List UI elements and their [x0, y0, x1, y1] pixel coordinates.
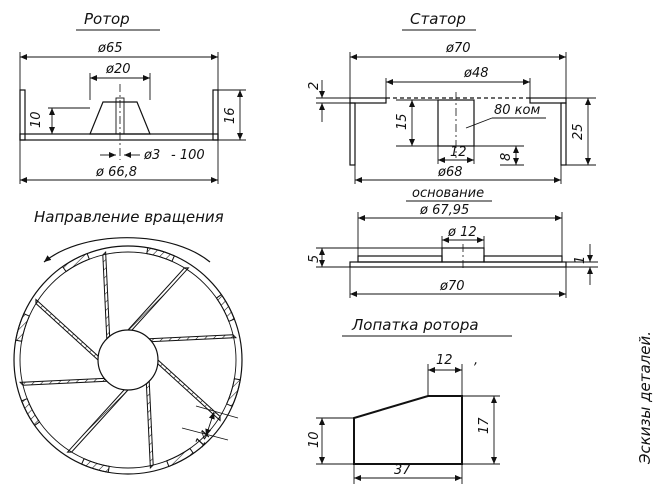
stator-drawing: Статор ø70 ø48 2 15 80 [307, 10, 596, 184]
stator-top-thickness: 2 [307, 82, 322, 90]
blade [66, 389, 130, 453]
blade [35, 298, 99, 362]
rotation-drawing: Направление вращения 14 [13, 208, 243, 475]
rotation-title: Направление вращения [34, 208, 224, 226]
blade [157, 358, 221, 422]
stator-resistor-h: 15 [395, 113, 410, 130]
base-d-top: ø 67,95 [419, 203, 469, 218]
wall-segment [226, 378, 241, 408]
wall-segment [166, 447, 195, 468]
base-d-center: ø 12 [447, 225, 477, 240]
blade-top: 12 [436, 353, 453, 368]
wall-segment [61, 252, 90, 273]
rotation-slot: 14 [193, 428, 214, 450]
rotor-h-total: 16 [223, 107, 238, 124]
blade [145, 380, 154, 470]
base-h-right: 1 [573, 256, 588, 264]
blade [102, 250, 111, 340]
caption: Эскизы деталей. [636, 331, 654, 465]
wall-segment [15, 312, 30, 342]
blade [148, 334, 238, 343]
blade [126, 267, 190, 331]
stator-resistor-bottom: 8 [499, 153, 514, 161]
rotor-d-outer: ø65 [97, 41, 123, 56]
stator-height: 25 [571, 123, 586, 140]
rotor-d-hole: ø3 [143, 148, 160, 163]
blade-title: Лопатка ротора [351, 316, 479, 334]
stator-title: Статор [410, 10, 466, 28]
blade-drawing: Лопатка ротора 12 , 10 17 37 [307, 316, 512, 484]
rotor-h-hub: 10 [29, 111, 44, 128]
blade-left-h: 10 [307, 431, 322, 448]
rotor-d-flange: ø 66,8 [95, 165, 137, 180]
base-drawing: основание ø 67,95 ø 12 5 1 ø70 [307, 186, 598, 298]
stator-resistor-w: 12 [450, 145, 467, 160]
wall-segment [146, 247, 176, 262]
base-d-bottom: ø70 [439, 279, 465, 294]
svg-text:,: , [474, 353, 478, 368]
wall-segment [80, 458, 110, 473]
stator-d-bottom: ø68 [437, 165, 463, 180]
rotor-drawing: Ротор ø65 ø20 10 16 ø3 - 100 [19, 10, 246, 184]
blade-right-h: 17 [477, 417, 492, 434]
stator-resistor-label: 80 ком [494, 103, 540, 118]
wall-segment [215, 293, 236, 322]
wall-segment [20, 398, 41, 427]
stator-d-inner-top: ø48 [463, 66, 489, 81]
stator-d-outer: ø70 [445, 41, 471, 56]
blade [18, 377, 108, 386]
rotor-title: Ротор [84, 10, 130, 28]
rotor-d-hub: ø20 [105, 62, 131, 77]
base-title: основание [412, 186, 484, 201]
base-h-left: 5 [307, 255, 322, 263]
blade-length: 37 [394, 463, 411, 478]
rotor-hole-depth: - 100 [171, 148, 205, 163]
wall-segments [15, 247, 241, 473]
